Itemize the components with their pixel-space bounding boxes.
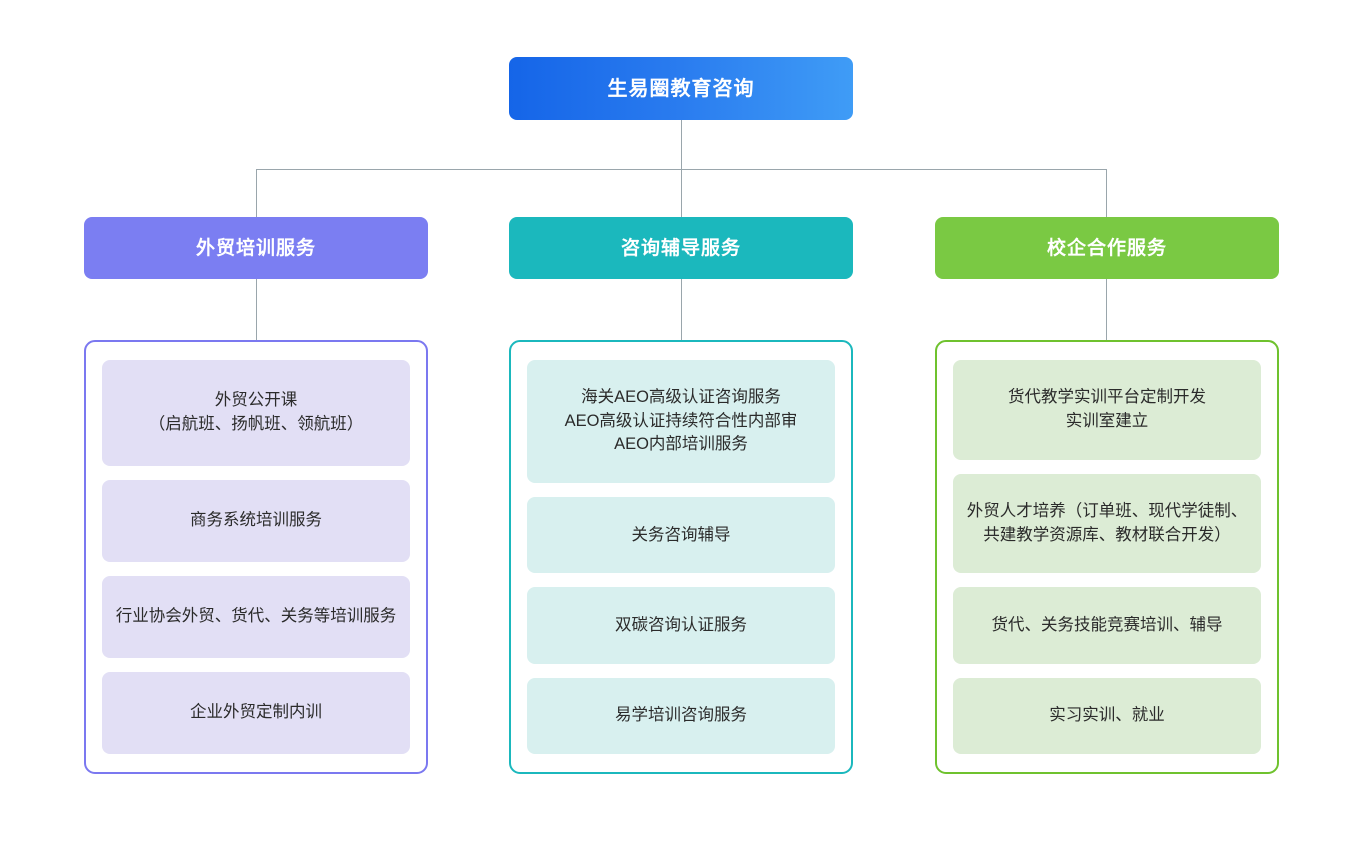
root-node-label: 生易圈教育咨询 (607, 77, 755, 100)
branch-header-label: 外贸培训服务 (195, 237, 316, 259)
connector-stem-branch-2-container (680, 279, 682, 340)
leaf-card[interactable]: 实习实训、就业 (953, 677, 1261, 755)
leaf-card[interactable]: 双碳咨询认证服务 (527, 587, 835, 664)
branch-header-label: 咨询辅导服务 (620, 237, 741, 259)
connector-stem-branch-3-container (1106, 279, 1108, 340)
branch-container-school-enterprise: 货代教学实训平台定制开发 实训室建立 外贸人才培养（订单班、现代学徒制、共建教学… (935, 340, 1279, 774)
leaf-card[interactable]: 企业外贸定制内训 (102, 671, 410, 754)
leaf-card[interactable]: 外贸人才培养（订单班、现代学徒制、共建教学资源库、教材联合开发） (953, 473, 1261, 574)
connector-root-stem (680, 120, 682, 170)
leaf-card[interactable]: 货代、关务技能竞赛培训、辅导 (953, 587, 1261, 664)
branch-container-consulting-tutoring: 海关AEO高级认证咨询服务 AEO高级认证持续符合性内部审 AEO内部培训服务 … (509, 340, 853, 774)
leaf-card[interactable]: 外贸公开课 （启航班、扬帆班、领航班） (102, 360, 410, 466)
leaf-card[interactable]: 行业协会外贸、货代、关务等培训服务 (102, 575, 410, 658)
connector-drop-branch-3 (1106, 169, 1108, 218)
root-node[interactable]: 生易圈教育咨询 (509, 57, 853, 120)
connector-drop-branch-1 (256, 169, 258, 218)
leaf-card[interactable]: 易学培训咨询服务 (527, 677, 835, 755)
branch-container-foreign-trade-training: 外贸公开课 （启航班、扬帆班、领航班） 商务系统培训服务 行业协会外贸、货代、关… (84, 340, 428, 774)
leaf-card[interactable]: 货代教学实训平台定制开发 实训室建立 (953, 360, 1261, 460)
branch-header-school-enterprise[interactable]: 校企合作服务 (935, 217, 1279, 279)
branch-header-foreign-trade-training[interactable]: 外贸培训服务 (84, 217, 428, 279)
leaf-card[interactable]: 商务系统培训服务 (102, 479, 410, 562)
connector-stem-branch-1-container (256, 279, 258, 340)
leaf-card[interactable]: 关务咨询辅导 (527, 497, 835, 574)
branch-header-label: 校企合作服务 (1046, 237, 1167, 259)
branch-header-consulting-tutoring[interactable]: 咨询辅导服务 (509, 217, 853, 279)
connector-drop-branch-2 (680, 169, 682, 218)
leaf-card[interactable]: 海关AEO高级认证咨询服务 AEO高级认证持续符合性内部审 AEO内部培训服务 (527, 360, 835, 484)
